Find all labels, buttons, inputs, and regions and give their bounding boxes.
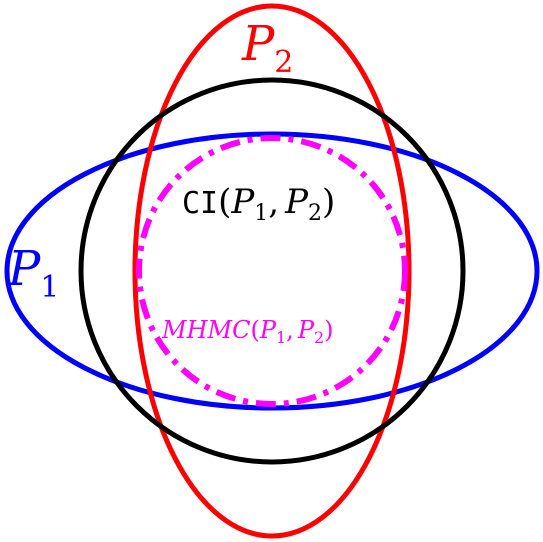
- p1-label: P1: [7, 241, 59, 305]
- ci-circle: [78, 77, 466, 465]
- mhmc-circle: [136, 135, 408, 407]
- p1-ellipse: [4, 131, 540, 411]
- p2-label: P2: [241, 16, 293, 80]
- p2-ellipse: [132, 3, 412, 539]
- mhmc-label: MHMC(P1,P2): [161, 316, 334, 347]
- ci-label: CI(P1,P2): [182, 182, 335, 226]
